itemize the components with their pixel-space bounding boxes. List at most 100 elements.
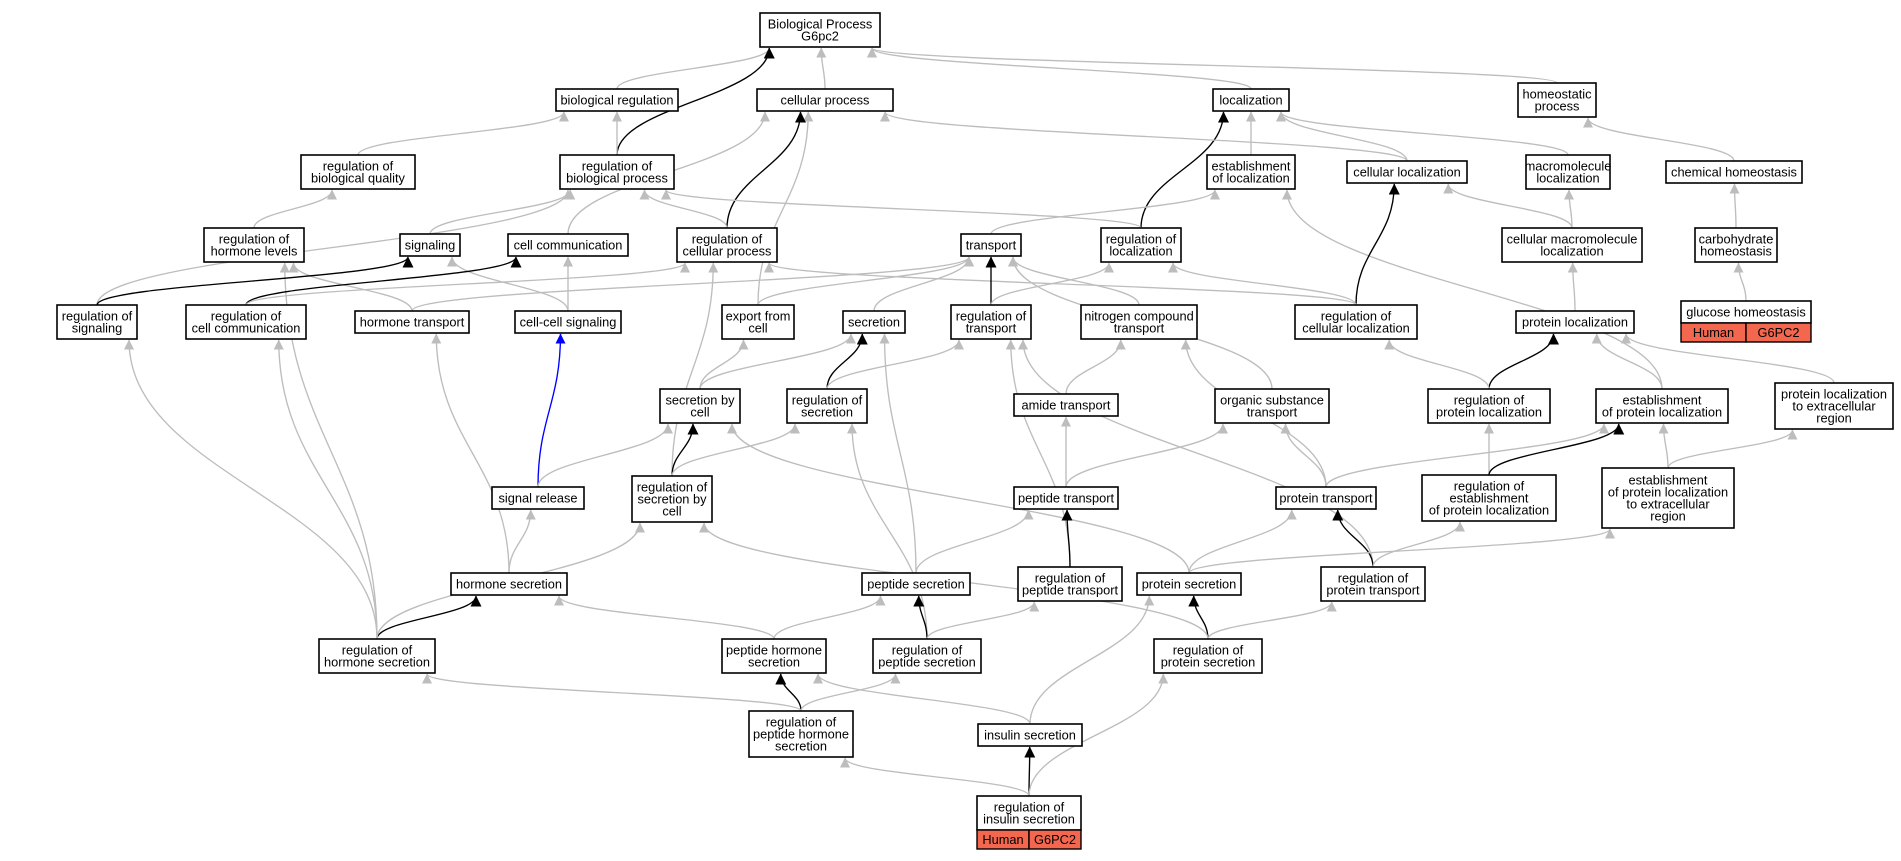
term-box: [1214, 388, 1330, 424]
term-label-line: export from: [726, 308, 791, 323]
edge-line-is-a: [1564, 189, 1575, 229]
edge-line-is-a: [764, 262, 1357, 306]
go-term-node-cell-communication[interactable]: cell communication: [507, 233, 629, 257]
edge-signaling-to-reg-biological-process: [429, 189, 576, 235]
term-label-line: signaling: [405, 237, 456, 252]
edge-line-is-a: [757, 256, 974, 306]
edge-line-regulates: [1355, 183, 1400, 306]
edge-line-is-a: [757, 111, 814, 306]
edge-reg-peptide-secretion-to-peptide-secretion: [913, 595, 928, 640]
term-box: [1153, 638, 1263, 674]
go-term-node-transport[interactable]: transport: [960, 233, 1022, 257]
go-term-node-chemical-homeostasis[interactable]: chemical homeostasis: [1665, 160, 1803, 184]
term-label-line: regulation of: [956, 308, 1027, 323]
term-label-line: hormone levels: [211, 243, 298, 258]
edge-line-is-a: [1028, 673, 1169, 797]
go-term-node-hormone-transport[interactable]: hormone transport: [354, 310, 470, 334]
go-term-node-peptide-secretion[interactable]: peptide secretion: [861, 572, 971, 596]
edge-cellular-localization-to-cellular-process: [880, 111, 1408, 162]
term-label-line: peptide hormone: [753, 726, 849, 741]
term-box: [786, 388, 868, 424]
term-label-line: biological regulation: [560, 92, 673, 107]
edge-line-is-a: [1188, 528, 1615, 574]
go-term-node-protein-transport[interactable]: protein transport: [1275, 486, 1377, 510]
term-label-line: regulation of: [637, 479, 708, 494]
go-term-node-protein-localization[interactable]: protein localization: [1515, 310, 1635, 334]
go-term-node-hormone-secretion[interactable]: hormone secretion: [450, 572, 568, 596]
term-label-line: peptide transport: [1022, 582, 1118, 597]
edge-cellular-macromolecule-localization-to-macromolecule-localization: [1564, 189, 1575, 229]
go-term-node-cellular-localization[interactable]: cellular localization: [1346, 160, 1468, 184]
go-term-node-localization[interactable]: localization: [1212, 88, 1290, 112]
edge-line-is-a: [800, 673, 901, 712]
edge-reg-secretion-by-cell-to-reg-secretion: [671, 423, 800, 477]
go-term-node-insulin-secretion[interactable]: insulin secretion: [977, 723, 1083, 747]
term-label-line: to extracellular: [1792, 398, 1876, 413]
term-label-line: regulation of: [1321, 308, 1392, 323]
term-label-line: regulation of: [342, 642, 413, 657]
term-label-line: cell: [662, 503, 681, 518]
edge-line-is-a: [639, 189, 728, 229]
term-label-line: Biological Process: [768, 16, 873, 31]
term-box: [1136, 572, 1242, 596]
term-label-line: regulation of: [994, 799, 1065, 814]
term-label-line: region: [1816, 410, 1852, 425]
go-term-node-peptide-transport[interactable]: peptide transport: [1013, 486, 1119, 510]
go-term-node-biological-regulation[interactable]: biological regulation: [555, 88, 679, 112]
go-term-node-cell-cell-signaling[interactable]: cell-cell signaling: [514, 310, 622, 334]
annotation-gene-label: G6PC2: [1758, 325, 1800, 340]
go-term-node-signal-release[interactable]: signal release: [491, 486, 585, 510]
go-term-node-signaling[interactable]: signaling: [399, 233, 461, 257]
edge-peptide-secretion-to-secretion: [879, 333, 917, 574]
go-term-node-secretion[interactable]: secretion: [842, 310, 906, 334]
edge-establishment-protein-localization-extracellular-to-establishment-protein-localization: [1658, 423, 1669, 469]
edge-reg-biological-process-to-bp: [616, 47, 775, 156]
term-label-line: region: [1650, 508, 1686, 523]
edge-secretion-by-cell-to-secretion: [699, 333, 856, 390]
term-box: [950, 304, 1032, 340]
go-term-node-amide-transport[interactable]: amide transport: [1013, 393, 1119, 417]
term-label-line: organic substance: [1220, 392, 1324, 407]
term-label-line: localization: [1536, 170, 1599, 185]
term-box: [1501, 227, 1643, 263]
go-term-node-cellular-process[interactable]: cellular process: [756, 88, 894, 112]
go-term-node-protein-secretion[interactable]: protein secretion: [1136, 572, 1242, 596]
edge-line-regulates: [1332, 509, 1374, 568]
term-label-line: localization: [1540, 243, 1603, 258]
